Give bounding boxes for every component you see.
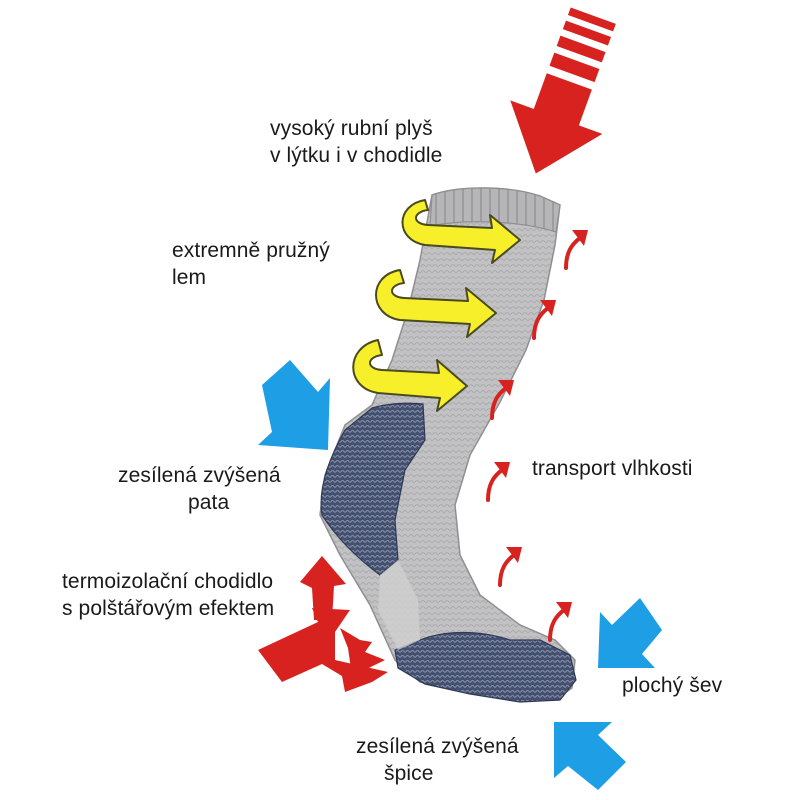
red-striped-down-arrow-icon bbox=[510, 7, 616, 174]
label-sole-line1: termoizolační chodidlo bbox=[62, 570, 274, 593]
label-seam: plochý šev bbox=[622, 672, 722, 699]
label-sole: termoizolační chodidlo s polštářovým efe… bbox=[62, 568, 274, 622]
label-heel-line1: zesílená zvýšená bbox=[118, 464, 281, 487]
red-fork-arrow-icon bbox=[258, 556, 388, 692]
label-moisture-line1: transport vlhkosti bbox=[532, 457, 693, 480]
red-moisture-arrow-icon bbox=[548, 602, 572, 642]
label-toe-line2: špice bbox=[384, 762, 434, 785]
label-moisture: transport vlhkosti bbox=[532, 455, 693, 482]
red-moisture-arrow-icon bbox=[486, 462, 510, 502]
label-seam-line1: plochý šev bbox=[622, 674, 723, 697]
label-toe-line1: zesílená zvýšená bbox=[356, 735, 519, 758]
yellow-curved-arrow-icon bbox=[401, 199, 521, 264]
label-plush: vysoký rubní plyš v lýtku i v chodidle bbox=[270, 115, 442, 169]
red-moisture-arrow-icon bbox=[532, 300, 556, 340]
label-heel: zesílená zvýšená pata bbox=[118, 462, 281, 516]
yellow-curved-arrow-icon bbox=[352, 339, 468, 412]
sock-heel bbox=[320, 402, 426, 576]
label-sole-line2: s polštářovým efektem bbox=[62, 597, 275, 620]
red-moisture-arrow-icon bbox=[490, 380, 514, 420]
blue-arrow-icon bbox=[598, 598, 662, 668]
red-moisture-arrow-icon bbox=[498, 547, 522, 587]
sock-sole bbox=[378, 560, 420, 650]
label-cuff-line2: lem bbox=[172, 266, 207, 289]
blue-arrow-icon bbox=[554, 722, 626, 790]
sock-cuff bbox=[429, 187, 561, 233]
label-heel-line2: pata bbox=[188, 491, 230, 514]
blue-arrow-icon bbox=[258, 360, 330, 450]
yellow-curved-arrow-icon bbox=[375, 269, 497, 338]
label-cuff-line1: extremně pružný bbox=[172, 239, 330, 262]
sock bbox=[319, 187, 577, 703]
label-toe: zesílená zvýšená špice bbox=[356, 733, 519, 787]
label-plush-line1: vysoký rubní plyš bbox=[270, 117, 433, 140]
sock-toe bbox=[394, 631, 577, 703]
red-moisture-arrow-icon bbox=[564, 230, 588, 270]
label-plush-line2: v lýtku i v chodidle bbox=[270, 144, 443, 167]
label-cuff: extremně pružný lem bbox=[172, 237, 330, 291]
